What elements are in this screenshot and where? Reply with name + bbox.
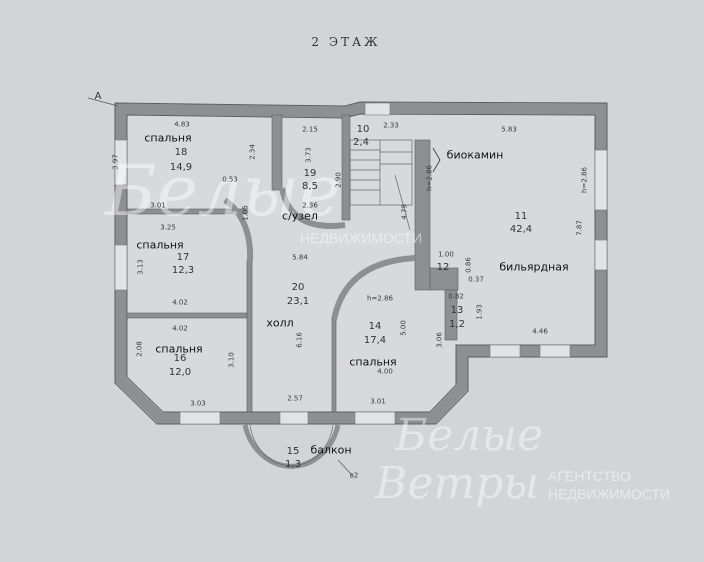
room-19-area: 8,5 <box>302 181 318 192</box>
room-13-area: 1,2 <box>449 319 465 330</box>
staircase <box>349 139 413 231</box>
dim: 0.37 <box>468 275 484 284</box>
watermark-logo-2: Белые <box>395 410 544 461</box>
room-20-area: 23,1 <box>286 296 310 307</box>
room-15-name: балкон <box>310 443 352 457</box>
dim: 1.00 <box>438 250 454 259</box>
dim: 4.00 <box>377 367 393 376</box>
room-19-number: 19 <box>303 168 317 179</box>
dim: 3.97 <box>111 154 120 170</box>
floor-title: 2 ЭТАЖ <box>311 35 381 49</box>
interior-walls <box>126 114 459 413</box>
room-17-area: 12,3 <box>171 265 195 276</box>
balcony <box>242 424 341 469</box>
dim: 4.02 <box>172 298 188 307</box>
dim: 5.00 <box>399 320 408 336</box>
dim: 4.02 <box>172 324 188 333</box>
room-11-number: 11 <box>514 211 528 222</box>
dim: 3.25 <box>160 223 176 232</box>
watermark-sub2: НЕДВИЖИМОСТИ <box>548 486 671 502</box>
dim: 1.05 <box>241 205 250 221</box>
dim: 3.01 <box>150 201 166 210</box>
room-18-name: спальня <box>144 131 192 145</box>
dim: 3.03 <box>190 399 206 408</box>
dim: 3.06 <box>435 332 444 348</box>
room-20-number: 20 <box>291 282 305 293</box>
dim: 2.15 <box>302 125 318 134</box>
room-19-name: с/узел <box>282 209 318 223</box>
room-10-area: 2,4 <box>353 137 369 148</box>
axis-mark: A <box>94 91 102 102</box>
dim: 7.87 <box>575 220 584 236</box>
outer-walls <box>115 102 607 424</box>
room-16-name: спальня <box>155 342 203 356</box>
dim: 0.86 <box>464 257 473 273</box>
watermark-sub-small: НЕДВИЖИМОСТИ <box>300 230 423 246</box>
room-16-area: 12,0 <box>168 367 192 378</box>
watermark-logo-3: Ветры <box>375 458 540 509</box>
dim: 5.83 <box>501 125 517 134</box>
dim: 4.83 <box>174 120 190 129</box>
windows <box>114 102 608 425</box>
room-14-name: спальня <box>349 355 397 369</box>
room-16-number: 16 <box>173 353 187 364</box>
room-12-number: 12 <box>436 262 450 273</box>
room-11-height-2: h=2.86 <box>580 167 589 193</box>
dim: 4.79 <box>400 204 409 220</box>
room-14-number: 14 <box>368 321 382 332</box>
dim: 0.53 <box>222 175 238 184</box>
dim: 2.90 <box>334 172 343 188</box>
dim: 2.34 <box>248 144 257 160</box>
room-13-number: 13 <box>450 305 464 316</box>
dim: 5.84 <box>292 253 308 262</box>
room-15-area: 1,3 <box>285 459 301 470</box>
dim: 2.57 <box>287 394 303 403</box>
dim: 0.82 <box>448 292 464 301</box>
bedroom14-arc <box>331 255 416 321</box>
room-14-height: h=2.86 <box>367 294 393 303</box>
hall-arc-left <box>223 197 254 263</box>
dim: 3.01 <box>370 397 386 406</box>
wc-arc <box>279 187 346 229</box>
fireplace-label: биокамин <box>446 148 504 162</box>
room-14-area: 17,4 <box>363 335 387 346</box>
dim: 3.13 <box>136 259 145 275</box>
dim: 3.73 <box>304 147 313 163</box>
dim: 1.93 <box>475 304 484 320</box>
room-11-name: бильярдная <box>499 260 569 274</box>
dim: 2.33 <box>383 121 399 130</box>
dim: 2.08 <box>135 341 144 357</box>
room-11-area: 42,4 <box>509 224 533 235</box>
room-17-name: спальня <box>136 238 184 252</box>
balcony-mark: в2 <box>349 471 359 480</box>
fireplace-symbol <box>432 147 441 173</box>
watermark-logo: Белые <box>105 150 341 232</box>
room-15-number: 15 <box>286 446 300 457</box>
room-17-number: 17 <box>176 252 190 263</box>
dim: 4.46 <box>532 327 548 336</box>
floor-area <box>122 110 600 418</box>
dim: 2.36 <box>302 201 318 210</box>
room-11-height: h=2.86 <box>425 165 434 191</box>
room-20-name: холл <box>266 316 294 330</box>
dim: 3.10 <box>227 352 236 368</box>
watermark-sub1: АГЕНТСТВО <box>548 468 631 484</box>
room-18-area: 14,9 <box>169 162 193 173</box>
room-18-number: 18 <box>174 147 188 158</box>
room-10-number: 10 <box>356 124 370 135</box>
dim: 6.16 <box>295 332 304 348</box>
